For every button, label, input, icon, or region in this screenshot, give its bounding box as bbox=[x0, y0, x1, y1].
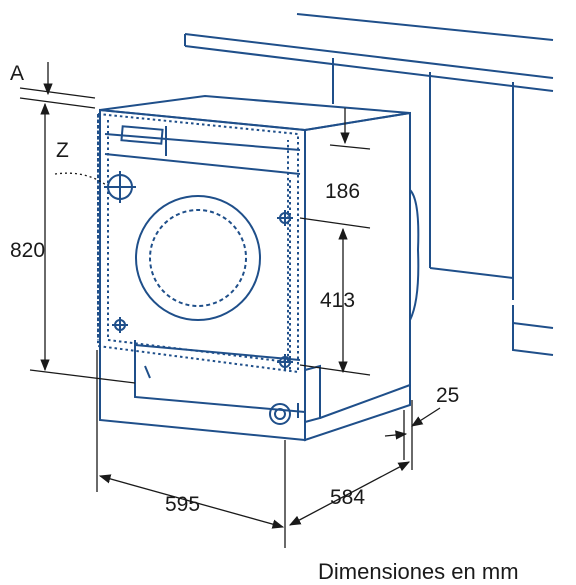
label-186: 186 bbox=[325, 180, 360, 203]
installation-frame bbox=[97, 112, 299, 374]
dimension-595-line bbox=[96, 350, 286, 548]
dimension-584-line bbox=[288, 461, 411, 526]
hinge-screw-bottom-left bbox=[112, 317, 128, 333]
label-a: A bbox=[10, 62, 24, 85]
label-z: Z bbox=[56, 139, 69, 162]
label-595: 595 bbox=[165, 493, 200, 516]
dimension-a-lines bbox=[19, 62, 96, 109]
label-820: 820 bbox=[10, 239, 45, 262]
label-584: 584 bbox=[330, 486, 365, 509]
hinge-screw-top-left bbox=[104, 171, 136, 203]
dimension-186-line bbox=[299, 108, 371, 229]
cabinet-outline bbox=[184, 13, 554, 356]
label-25: 25 bbox=[436, 384, 459, 407]
dimension-413-line bbox=[299, 227, 371, 376]
dimension-820-line bbox=[29, 102, 136, 384]
hinge-screw-bottom-right bbox=[277, 354, 293, 370]
appliance-body bbox=[99, 94, 420, 442]
units-caption: Dimensiones en mm bbox=[318, 559, 519, 584]
hinge-screw-top-right bbox=[277, 210, 293, 226]
label-413: 413 bbox=[320, 289, 355, 312]
dimension-25-line bbox=[384, 400, 441, 470]
